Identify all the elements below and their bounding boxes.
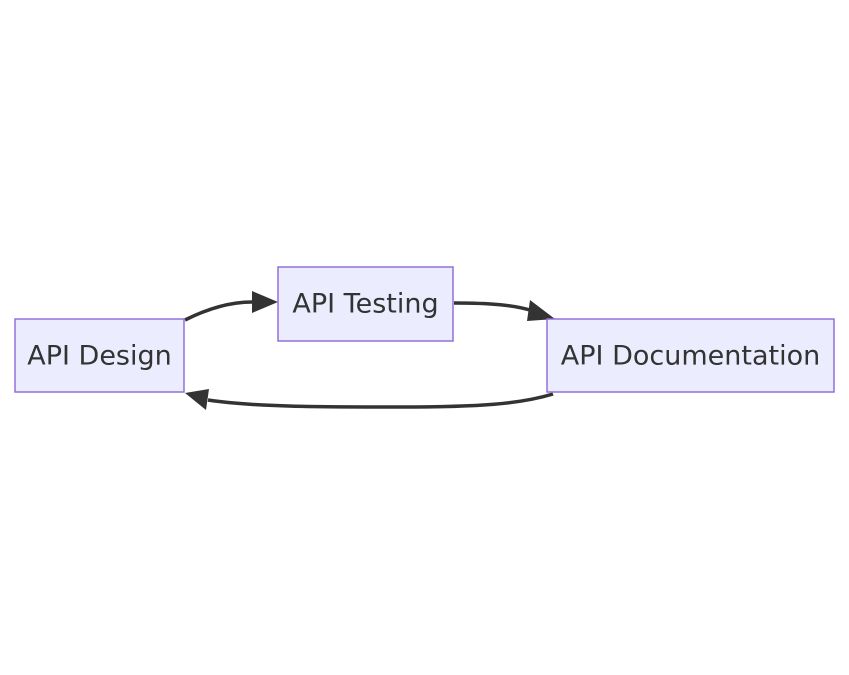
arrowhead-testing-to-documentation xyxy=(527,300,555,321)
node-api-testing-box xyxy=(277,266,454,342)
node-api-documentation-box xyxy=(546,318,835,393)
node-api-design[interactable]: API Design xyxy=(14,318,185,393)
node-api-testing[interactable]: API Testing xyxy=(277,266,454,342)
arrowhead-design-to-testing xyxy=(252,291,278,313)
edge-documentation-to-design xyxy=(207,392,554,409)
node-api-documentation[interactable]: API Documentation xyxy=(546,318,835,393)
node-api-documentation-label: API Documentation xyxy=(561,341,820,372)
node-api-design-box xyxy=(14,318,185,393)
arrowhead-documentation-to-design xyxy=(185,389,209,410)
edge-testing-to-documentation xyxy=(453,301,534,313)
node-api-testing-label: API Testing xyxy=(292,289,438,320)
edge-design-to-testing xyxy=(184,300,253,322)
edges xyxy=(184,291,555,410)
node-api-design-label: API Design xyxy=(27,341,172,372)
